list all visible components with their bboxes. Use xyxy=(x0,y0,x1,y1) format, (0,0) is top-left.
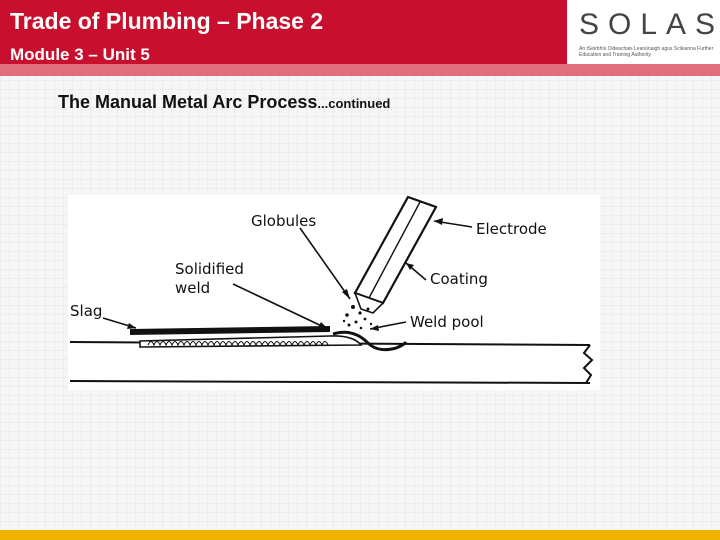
label-arrowheads xyxy=(127,218,443,331)
slag-layer xyxy=(130,326,330,335)
electrode-rod xyxy=(353,195,438,314)
label-solidified-weld-line2: weld xyxy=(175,279,211,297)
solas-logo: SOLAS An tSeirbhís Oideachais Leanúnaigh… xyxy=(567,0,720,64)
base-metal-plate xyxy=(69,341,594,384)
header-title: Trade of Plumbing – Phase 2 xyxy=(10,8,324,34)
slide-heading: The Manual Metal Arc Process...continued xyxy=(58,92,390,113)
solas-logo-tagline: An tSeirbhís Oideachais Leanúnaigh agus … xyxy=(579,46,714,58)
label-electrode: Electrode xyxy=(476,220,547,238)
label-coating: Coating xyxy=(430,270,488,288)
header-band xyxy=(0,0,567,76)
slide-heading-suffix: ...continued xyxy=(317,96,391,111)
label-solidified-weld-line1: Solidified xyxy=(175,260,244,278)
footer-bar xyxy=(0,530,720,540)
solidified-weld-bead xyxy=(139,335,363,348)
solas-logo-wordmark: SOLAS xyxy=(579,8,720,41)
mma-welding-diagram: Globules Electrode Solidified weld Coati… xyxy=(68,195,600,390)
welding-diagram-drawing xyxy=(69,195,594,384)
header-subtitle: Module 3 – Unit 5 xyxy=(10,45,150,64)
label-slag: Slag xyxy=(70,302,103,320)
label-globules: Globules xyxy=(251,212,317,230)
label-weld-pool: Weld pool xyxy=(410,313,484,331)
metal-globules xyxy=(342,305,373,330)
header-rule xyxy=(0,64,720,76)
slide-heading-text: The Manual Metal Arc Process xyxy=(58,92,318,112)
weld-pool xyxy=(332,330,408,352)
